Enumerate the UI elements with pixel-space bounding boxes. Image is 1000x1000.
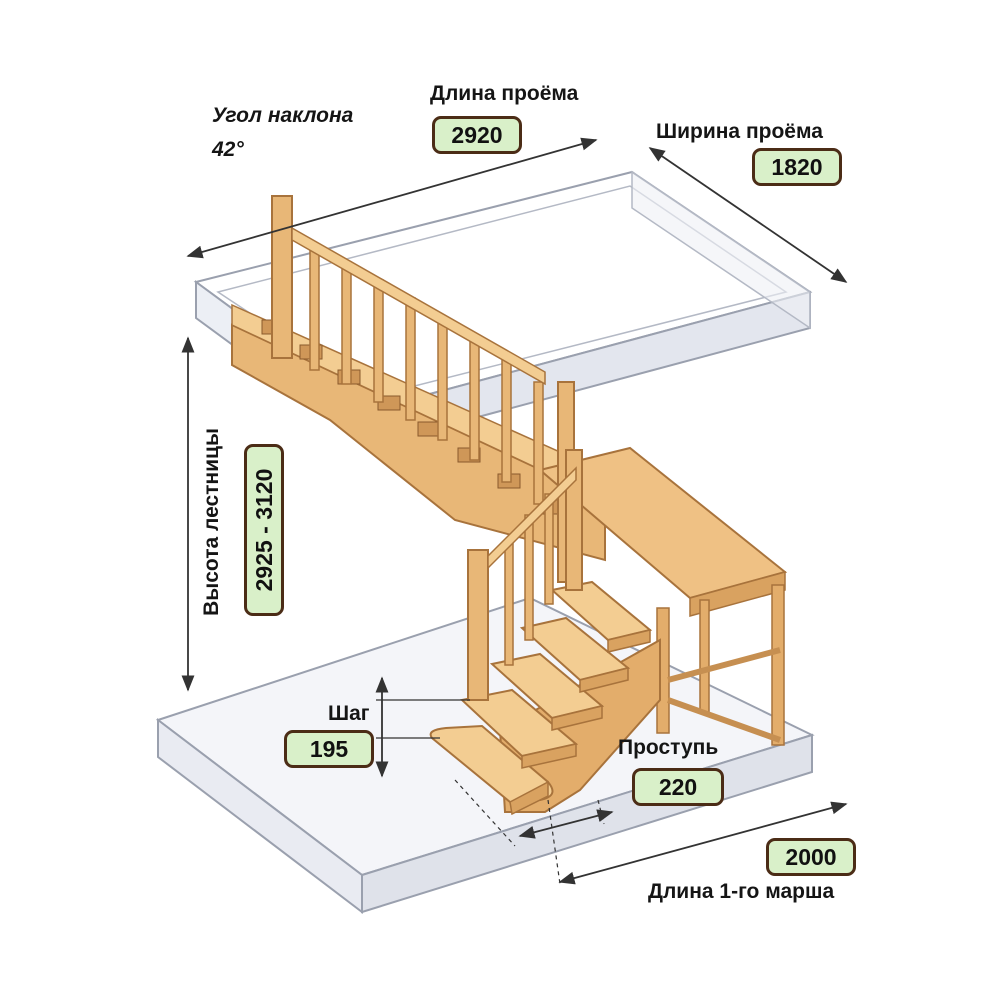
- lower-flight-risers: [509, 629, 651, 816]
- step-rise-badge: 195: [284, 730, 374, 768]
- opening-width-title: Ширина проёма: [656, 120, 823, 143]
- tread-title: Проступь: [618, 736, 719, 759]
- opening-length-badge: 2920: [432, 116, 522, 154]
- tread-badge: 220: [632, 768, 724, 806]
- lower-railing: [467, 449, 583, 701]
- lower-flight-stringer: [498, 638, 661, 813]
- opening-length-dimension: [186, 137, 598, 259]
- lower-newel-post: [467, 549, 489, 701]
- step-rise-title: Шаг: [328, 702, 370, 725]
- first-flight-title: Длина 1-го марша: [648, 880, 835, 903]
- first-flight-dimension: [558, 801, 848, 885]
- first-flight-badge: 2000: [766, 838, 856, 876]
- landing-legs: [656, 584, 785, 746]
- angle-value: 42°: [212, 138, 244, 161]
- stair-height-badge: 2925 - 3120: [244, 444, 284, 616]
- staircase: [231, 195, 788, 816]
- upper-newel-post: [271, 195, 293, 359]
- stair-height-title: Высота лестницы: [200, 428, 223, 616]
- opening-width-dimension: [648, 147, 848, 283]
- lower-flight-treads: [429, 580, 653, 804]
- opening-width-badge: 1820: [752, 148, 842, 186]
- opening-length-title: Длина проёма: [430, 82, 579, 105]
- angle-title: Угол наклона: [212, 104, 354, 127]
- dimension-lines: [181, 137, 848, 885]
